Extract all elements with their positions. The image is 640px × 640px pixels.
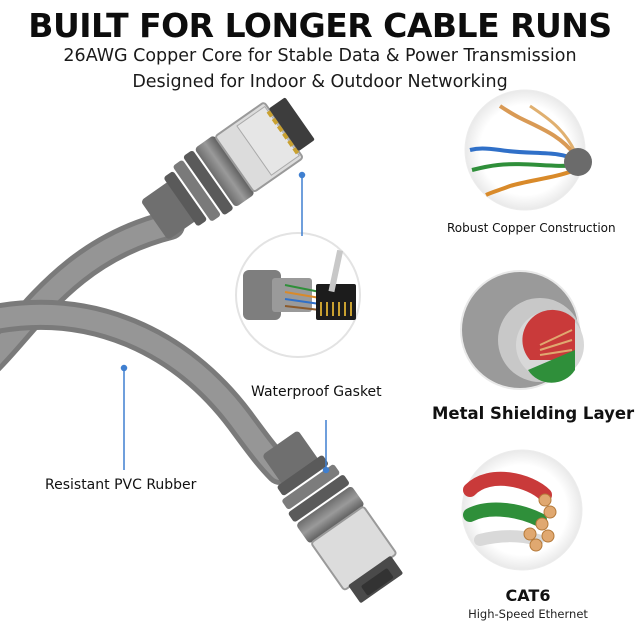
callout-lines — [120, 171, 330, 474]
high-speed-ethernet-label: High-Speed Ethernet — [468, 607, 588, 621]
copper-construction-label: Robust Copper Construction — [447, 221, 616, 235]
gasket-detail-icon — [235, 232, 361, 358]
copper-wires-icon — [464, 89, 592, 211]
lower-connector — [263, 431, 403, 603]
subtitle-line-1: 26AWG Copper Core for Stable Data & Powe… — [63, 46, 577, 66]
metal-shielding-label: Metal Shielding Layer — [432, 404, 635, 423]
shielded-cable-icon — [460, 270, 584, 390]
waterproof-gasket-label: Waterproof Gasket — [251, 384, 382, 400]
upper-cable — [0, 210, 185, 372]
pvc-rubber-label: Resistant PVC Rubber — [45, 477, 197, 493]
lower-cable — [0, 299, 295, 485]
subtitle-line-2: Designed for Indoor & Outdoor Networking — [132, 72, 508, 92]
cat6-label: CAT6 — [505, 586, 551, 605]
upper-connector — [142, 97, 315, 239]
headline: BUILT FOR LONGER CABLE RUNS — [28, 6, 612, 45]
cable-cross-section-icon — [461, 449, 583, 571]
